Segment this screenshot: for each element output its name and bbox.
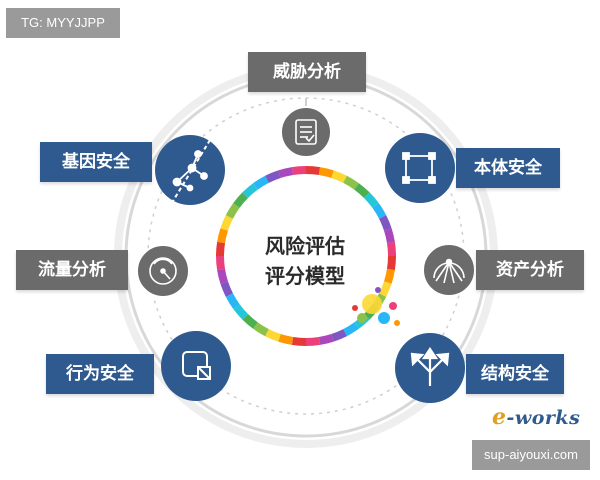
ring-segment [386, 241, 396, 257]
decor-dot [389, 302, 397, 310]
ring-segment [291, 166, 307, 176]
ring-segment [318, 167, 334, 179]
ring-segment [305, 166, 321, 176]
center-title-line1: 风险评估 [265, 234, 345, 258]
ring-segment [379, 281, 392, 297]
ring-segment [253, 322, 269, 337]
ring-segment [331, 329, 347, 342]
ring-segment [386, 255, 396, 271]
ring-segment [331, 170, 347, 183]
ring-segment [318, 333, 334, 345]
checklist-icon [295, 119, 317, 145]
ring-segment [233, 304, 249, 320]
decor-dot [394, 320, 400, 326]
ring-segment [265, 170, 281, 183]
ring-segment [216, 241, 226, 257]
ring-segment [265, 329, 281, 342]
ring-segment [217, 268, 229, 284]
ring-segment [225, 203, 240, 219]
ring-segment [225, 293, 240, 309]
ring-segment [372, 203, 387, 219]
decor-dot [378, 312, 390, 324]
ring-segment [242, 183, 258, 199]
decor-dot [357, 313, 367, 323]
traffic-node [136, 244, 190, 298]
gene-node [155, 135, 225, 207]
ring-segment [363, 192, 379, 208]
network-icon [172, 150, 208, 192]
ring-segment [291, 336, 307, 346]
threat-analysis-label[interactable]: 威胁分析 [248, 52, 366, 92]
ring-segment [343, 322, 359, 337]
ring-segment [383, 268, 395, 284]
asset-analysis-label[interactable]: 资产分析 [476, 250, 584, 290]
ring-segment [343, 175, 359, 190]
site-watermark: sup-aiyouxi.com [472, 440, 590, 470]
decor-dot [375, 287, 381, 293]
ring-segment [278, 333, 294, 345]
ring-segment [216, 255, 226, 271]
ontology-security-label[interactable]: 本体安全 [456, 148, 560, 188]
ring-segment [242, 313, 258, 329]
nodes-icon [402, 152, 436, 184]
ring-segment [220, 215, 233, 231]
ring-segment [354, 183, 370, 199]
ring-segment [305, 336, 321, 346]
asset-node [422, 243, 476, 297]
threat-node [280, 106, 332, 158]
window-icon [182, 351, 211, 380]
ring-segment [379, 215, 392, 231]
structure-security-label[interactable]: 结构安全 [466, 354, 564, 394]
ring-segment [383, 228, 395, 244]
structure-node [395, 333, 465, 403]
ring-segment [278, 167, 294, 179]
split-arrows-icon [410, 347, 450, 386]
ring-segment [220, 281, 233, 297]
gauge-icon [149, 257, 177, 285]
behavior-security-label[interactable]: 行为安全 [46, 354, 154, 394]
ring-segment [233, 192, 249, 208]
inner-white-circle [227, 177, 385, 335]
behavior-node [161, 331, 231, 401]
eworks-logo: e-works [492, 404, 581, 430]
ring-segment [253, 175, 269, 190]
center-title-line2: 评分模型 [265, 264, 345, 288]
telegram-tag: TG: MYYJJPP [6, 8, 120, 38]
decor-dot [352, 305, 358, 311]
traffic-analysis-label[interactable]: 流量分析 [16, 250, 128, 290]
gene-security-label[interactable]: 基因安全 [40, 142, 152, 182]
radial-icon [433, 258, 465, 284]
ring-segment [217, 228, 229, 244]
decor-dot [362, 294, 382, 314]
ontology-node [385, 133, 455, 203]
